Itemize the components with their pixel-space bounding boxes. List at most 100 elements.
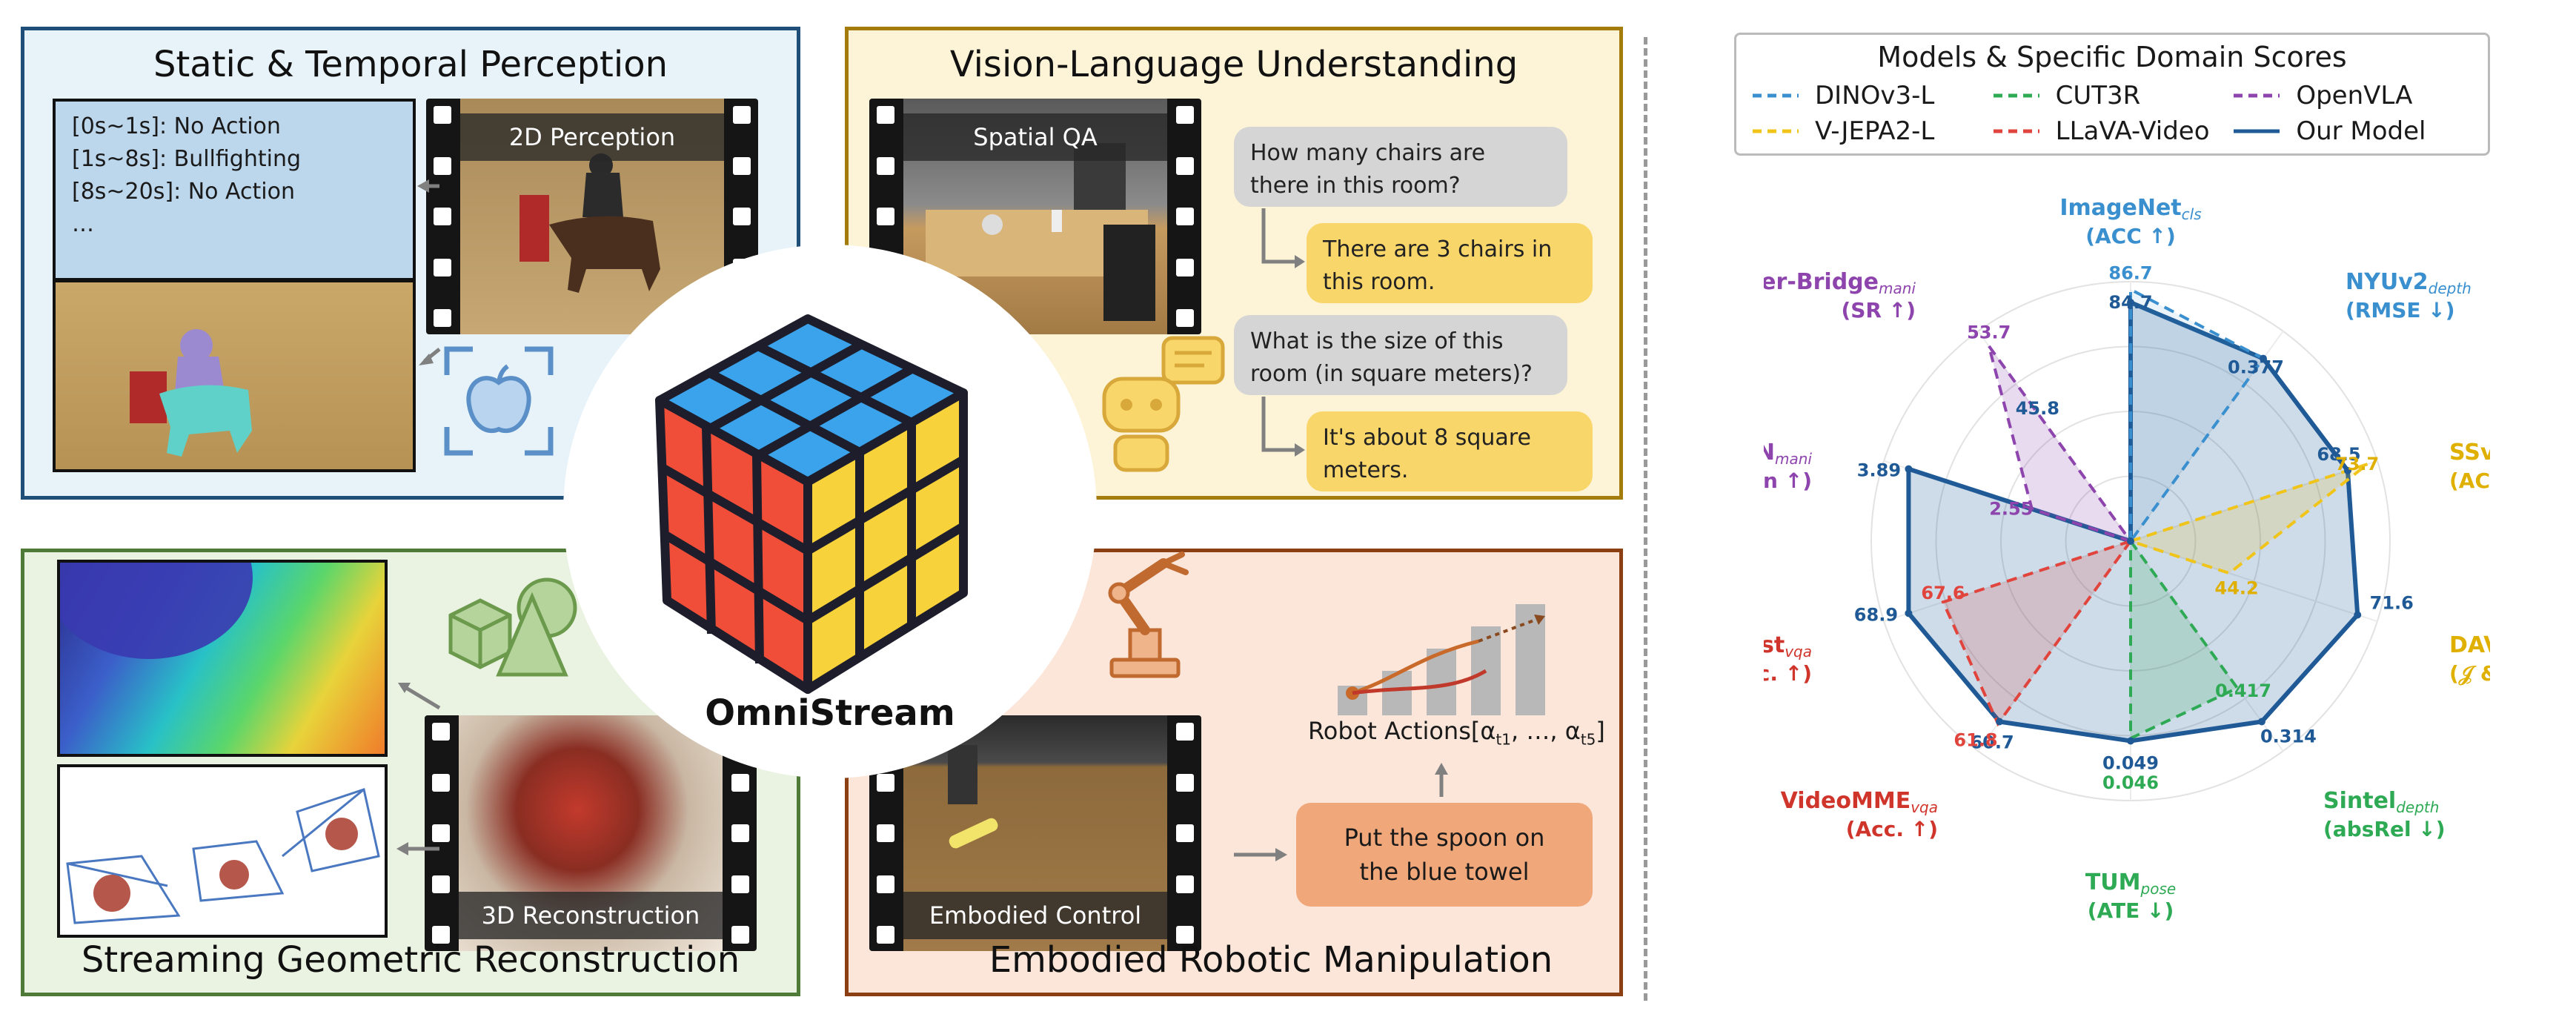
- legend-item: LLaVA-Video: [1992, 116, 2233, 146]
- axis-title: SSv2act: [2449, 440, 2490, 468]
- static-temporal-perception-panel: Static & Temporal Perception [0s~1s]: No…: [21, 27, 800, 500]
- value-label: 3.89: [1857, 460, 1901, 481]
- axis-title: PerceptionTestvqa: [1764, 632, 1812, 660]
- center-label: OmniStream: [705, 692, 955, 734]
- robot-arm-icon: [1089, 549, 1208, 682]
- dinov3-series: [2129, 287, 2265, 543]
- timeline-line: [0s~1s]: No Action: [72, 113, 281, 139]
- timeline-line: …: [72, 211, 94, 237]
- legend-box: Models & Specific Domain Scores DINOv3-L…: [1734, 33, 2490, 156]
- data-point: [2127, 737, 2134, 745]
- openvla-series: [1987, 345, 2135, 544]
- series-area: [2129, 536, 2240, 741]
- chatbot-icon: [1093, 334, 1226, 483]
- action-bars-icon: [1330, 589, 1575, 715]
- axis-metric: (ATE ↓): [2088, 898, 2174, 923]
- legend-item: Our Model: [2232, 116, 2473, 146]
- data-point: [2127, 537, 2134, 545]
- timeline-line: [8s~20s]: No Action: [72, 179, 295, 205]
- legend-label: CUT3R: [2055, 81, 2141, 110]
- legend-item: DINOv3-L: [1751, 81, 1992, 110]
- legend-label: OpenVLA: [2296, 81, 2413, 110]
- axis-metric: (Acc. ↑): [1764, 661, 1812, 686]
- legend-swatch: [1993, 93, 2039, 98]
- panel-arrows: [1234, 763, 1448, 861]
- axis-title: ImageNetcls: [2059, 195, 2201, 223]
- value-label: 0.046: [2102, 772, 2159, 793]
- divider: [1644, 37, 1647, 1001]
- value-label: 60.7: [1970, 732, 2014, 753]
- legend-item: V-JEPA2-L: [1751, 116, 1992, 146]
- axis-title: DAVIS'17vos: [2449, 632, 2490, 660]
- axis-title: VideoMMEvqa: [1781, 788, 1938, 816]
- legend-label: Our Model: [2296, 116, 2426, 146]
- data-point: [2354, 611, 2362, 619]
- panel-arrows: [396, 683, 441, 855]
- data-point: [2343, 466, 2351, 474]
- series-area: [1941, 538, 2135, 727]
- axis-metric: (Avg. Len ↑): [1764, 468, 1812, 493]
- film-caption: 3D Reconstruction: [459, 892, 723, 939]
- axis-title: Simpler-Bridgemani: [1764, 269, 1916, 297]
- axis-title: Sinteldepth: [2323, 788, 2439, 816]
- value-label: 61.8: [1953, 729, 1997, 750]
- legend-item: OpenVLA: [2232, 81, 2473, 110]
- series-area: [2125, 463, 2368, 575]
- film-strip-3d-reconstruction: 3D Reconstruction: [425, 715, 757, 951]
- rubiks-cube-icon: [655, 314, 968, 694]
- panel-title: Streaming Geometric Reconstruction: [81, 939, 740, 981]
- value-label: 68.5: [2317, 444, 2360, 465]
- data-point: [2259, 354, 2267, 362]
- legend-label: V-JEPA2-L: [1815, 116, 1935, 146]
- data-point: [2257, 718, 2265, 726]
- value-label: 84.7: [2108, 292, 2152, 313]
- legend-swatch: [2234, 93, 2280, 98]
- panel-title: Vision-Language Understanding: [949, 44, 1518, 85]
- panel-arrows: [417, 179, 441, 365]
- axis-metric: (𝒥 & ℱ ↑): [2449, 661, 2490, 686]
- value-label: 44.2: [2215, 577, 2259, 598]
- axis-metric: (SR ↑): [1841, 298, 1916, 322]
- apple-recognition-icon: [439, 342, 558, 460]
- panel-title: Static & Temporal Perception: [153, 44, 668, 85]
- axis-metric: (absRel ↓): [2323, 817, 2446, 841]
- legend-label: DINOv3-L: [1815, 81, 1935, 110]
- value-label: 71.6: [2370, 593, 2414, 614]
- axis-metric: (RMSE ↓): [2346, 298, 2455, 322]
- legend-item: CUT3R: [1992, 81, 2233, 110]
- axis-metric: (Acc. ↑): [1846, 817, 1938, 841]
- value-label: 2.55: [1989, 499, 2033, 520]
- legend-swatch: [2234, 129, 2280, 133]
- value-label: 0.377: [2228, 357, 2284, 378]
- film-caption: Spatial QA: [903, 113, 1167, 161]
- axis-title: CALVINmani: [1764, 440, 1812, 468]
- value-label: 53.7: [1967, 322, 2011, 343]
- axis-metric: (ACC ↑): [2085, 224, 2176, 248]
- dialog-arrows: [1261, 208, 1305, 457]
- panel-title: Embodied Robotic Manipulation: [989, 939, 1553, 981]
- value-label: 68.9: [1854, 604, 1898, 625]
- timeline-line: [1s~8s]: Bullfighting: [72, 146, 301, 172]
- data-point: [1905, 465, 1913, 473]
- axis-metric: (ACC ↑): [2449, 468, 2490, 493]
- value-label: 73.7: [2335, 454, 2379, 474]
- film-strip-2d-perception: 2D Perception: [426, 99, 758, 334]
- film-caption: 2D Perception: [460, 113, 724, 161]
- value-label: 0.314: [2260, 726, 2317, 747]
- geometric-reconstruction-panel: 3D Reconstruction Streaming Geometric Re…: [21, 496, 800, 996]
- robot-actions-label: Robot Actions[αt1, …, αt5]: [1308, 717, 1605, 749]
- axis-title: NYUv2depth: [2346, 269, 2472, 297]
- legend-swatch: [1753, 129, 1799, 133]
- value-label: 0.049: [2102, 753, 2159, 774]
- question-bubble: What is the size of this room (in square…: [1234, 315, 1567, 395]
- camera-poses-image: [57, 764, 388, 938]
- chart-title: Models & Specific Domain Scores: [1877, 41, 2347, 73]
- 3d-shapes-icon: [436, 574, 584, 686]
- value-label: 45.8: [2016, 398, 2059, 419]
- data-point: [1905, 609, 1913, 617]
- axis-title: TUMpose: [2085, 870, 2176, 898]
- data-point: [2127, 299, 2134, 306]
- legend-label: LLaVA-Video: [2055, 116, 2210, 146]
- question-bubble: How many chairs are there in this room?: [1234, 127, 1567, 207]
- answer-bubble: There are 3 chairs in this room.: [1307, 223, 1593, 303]
